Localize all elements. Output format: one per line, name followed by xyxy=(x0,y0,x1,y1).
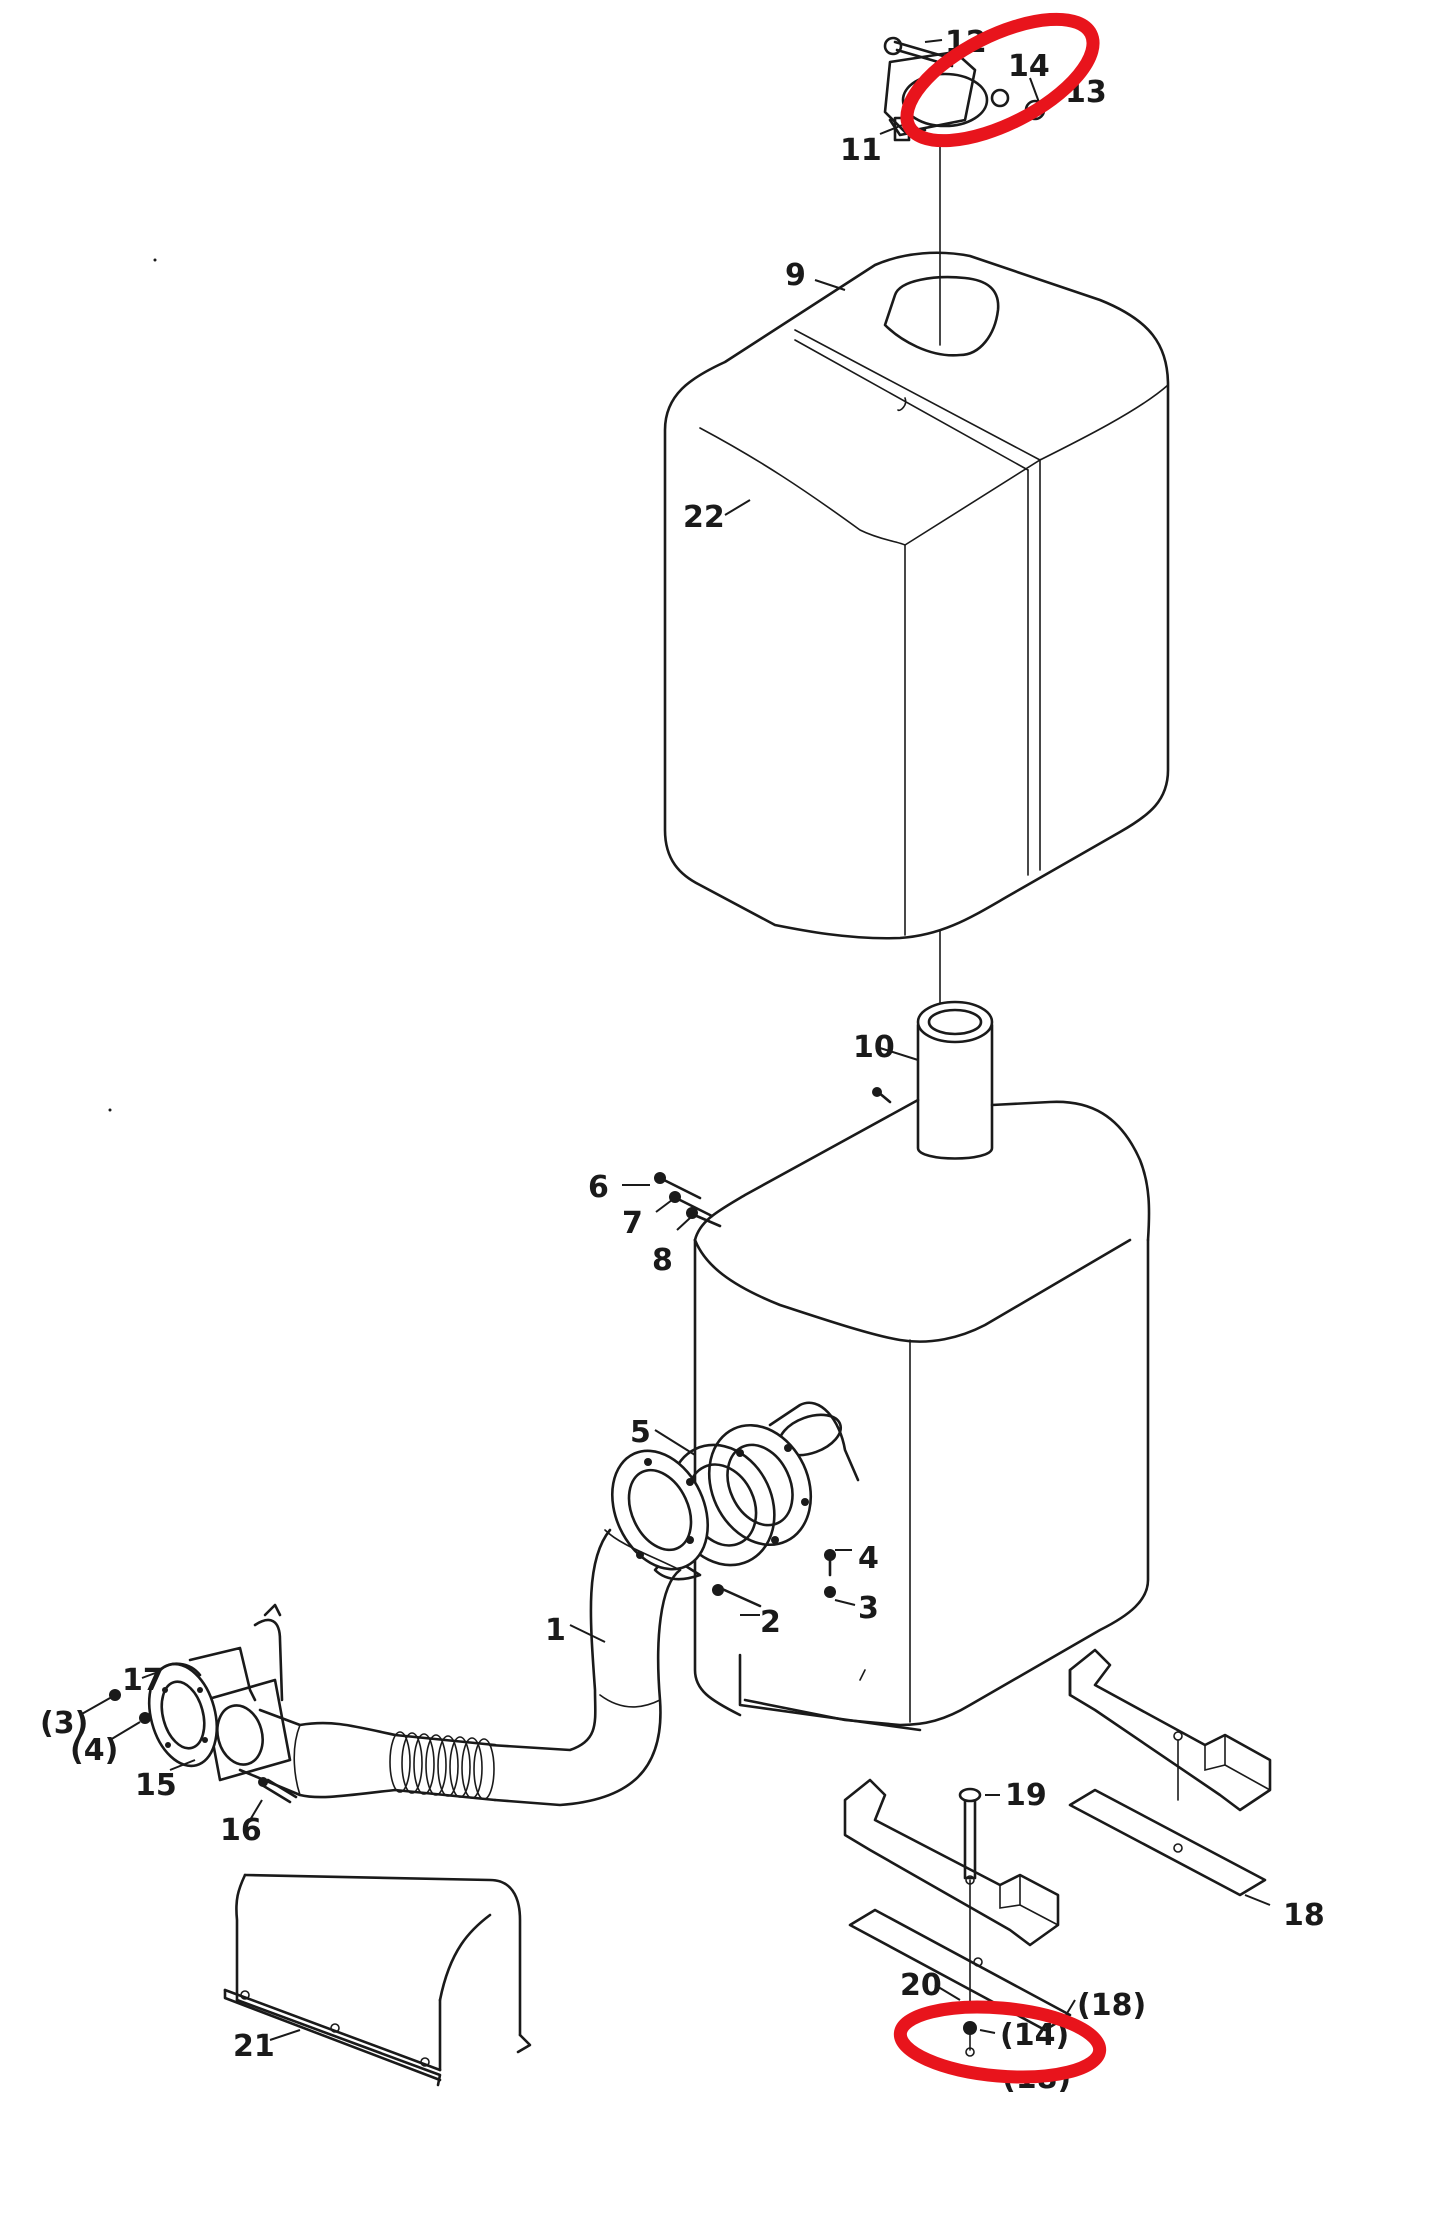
muffler-body xyxy=(693,1098,1151,1732)
callout-7: 7 xyxy=(622,1206,643,1241)
heat-shield xyxy=(223,1873,532,2087)
callout-17: 17 xyxy=(122,1663,164,1698)
mark xyxy=(859,1669,866,1681)
callout-14: 14 xyxy=(1008,49,1050,84)
callout-labels: 12 14 13 11 9 22 10 6 7 8 5 1 2 4 3 17 (… xyxy=(40,25,1325,2096)
callout-8: 8 xyxy=(652,1243,673,1278)
bolt-2-nut-3-washer-4 xyxy=(712,1549,836,1608)
clamp-assembly xyxy=(883,36,1046,142)
callout-16: 16 xyxy=(220,1813,262,1848)
callout-9: 9 xyxy=(785,258,806,293)
highlight-ellipse-bottom xyxy=(893,2000,1107,2084)
bellows-corrugation xyxy=(389,1731,495,1800)
mark xyxy=(153,258,157,262)
callout-20: 20 xyxy=(900,1968,942,2003)
leader-lines xyxy=(79,39,1271,2041)
highlight-annotations xyxy=(893,12,1107,2084)
callout-22: 22 xyxy=(683,500,725,535)
bolt-washer-nut-6-7-8 xyxy=(654,1172,722,1228)
mounting-bracket-front xyxy=(843,1778,1072,2057)
callout-4: 4 xyxy=(858,1541,879,1576)
callout-5: 5 xyxy=(630,1415,651,1450)
callout-1: 1 xyxy=(545,1613,566,1648)
callout-6: 6 xyxy=(588,1170,609,1205)
callout-3: 3 xyxy=(858,1591,879,1626)
insulation-cover xyxy=(663,251,1170,940)
outlet-pipe xyxy=(872,1000,994,1160)
mark xyxy=(108,1108,112,1112)
callout-3-ref: (3) xyxy=(40,1706,88,1741)
callout-15: 15 xyxy=(135,1768,177,1803)
callout-19: 19 xyxy=(1005,1778,1047,1813)
callout-21: 21 xyxy=(233,2029,275,2064)
callout-2: 2 xyxy=(760,1605,781,1640)
callout-18-ref: (18) xyxy=(1077,1988,1146,2023)
callout-4-ref: (4) xyxy=(70,1733,118,1768)
mounting-bracket-rear xyxy=(1068,1648,1272,1897)
exhaust-pipe xyxy=(238,1528,682,1807)
callout-18: 18 xyxy=(1283,1898,1325,1933)
callout-11: 11 xyxy=(840,133,882,168)
flex-connector-flange xyxy=(109,1603,298,1804)
callout-10: 10 xyxy=(853,1030,895,1065)
highlight-ellipse-top xyxy=(900,12,1100,148)
inlet-flanges xyxy=(610,1401,860,1581)
